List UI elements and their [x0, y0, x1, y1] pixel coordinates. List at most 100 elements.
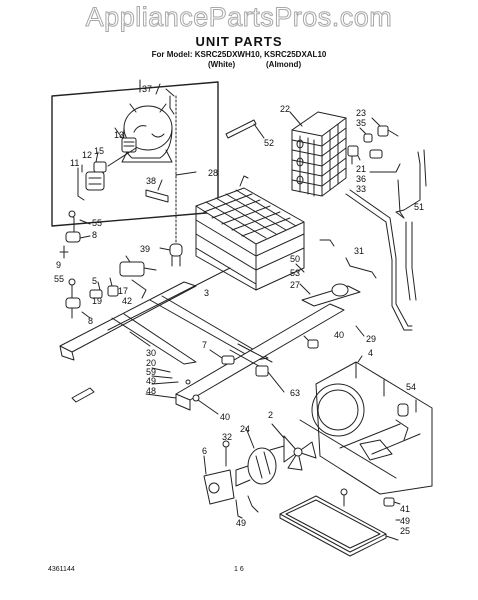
callout-36: 36: [356, 174, 366, 184]
tube-27-part: [301, 283, 361, 307]
callout-8a: 8: [92, 230, 97, 240]
base-frame-part: [59, 267, 345, 411]
tube-31-part: [345, 189, 413, 331]
callout-3: 3: [204, 288, 209, 298]
fan-bracket-part: [299, 361, 433, 495]
callout-35: 35: [356, 118, 366, 128]
evaporator-coil-part: [291, 111, 347, 197]
motor-bracket-part: [203, 469, 235, 505]
pin-48-part: [71, 387, 95, 403]
callout-20: 20: [146, 358, 156, 368]
clip-11-part: [77, 167, 85, 201]
callout-52: 52: [264, 138, 274, 148]
screw-55b-part: [68, 278, 76, 301]
callout-13: 13: [114, 130, 124, 140]
grommet-9-part: [59, 245, 69, 259]
callout-50: 50: [290, 254, 300, 264]
callout-7: 7: [202, 340, 207, 350]
compressor-leader-37: [165, 88, 175, 97]
document-number: 4361144: [48, 566, 75, 573]
callout-2: 2: [268, 410, 273, 420]
callout-49b: 49: [236, 518, 246, 528]
callout-32: 32: [222, 432, 232, 442]
grommet-8b-part: [65, 297, 81, 309]
callout-9: 9: [56, 260, 61, 270]
callout-59: 59: [146, 367, 156, 377]
callout-15: 15: [94, 146, 104, 156]
screw-49a-part: [185, 379, 191, 385]
part-38: [145, 189, 169, 203]
tube-51-part: [395, 151, 421, 213]
callout-49a: 49: [146, 376, 156, 386]
clip-36-part: [369, 149, 383, 159]
color-white-label: (White): [208, 60, 236, 69]
callout-33: 33: [356, 184, 366, 194]
callout-55b: 55: [54, 274, 64, 284]
page-title: UNIT PARTS: [195, 34, 283, 49]
clip-35-part: [363, 133, 373, 143]
bracket-17-part: [119, 261, 157, 277]
callout-42: 42: [122, 296, 132, 306]
callout-27: 27: [290, 280, 300, 290]
callout-40b: 40: [220, 412, 230, 422]
callout-28: 28: [208, 168, 218, 178]
callout-22: 22: [280, 104, 290, 114]
tube-52-part: [225, 119, 257, 139]
callout-6: 6: [202, 446, 207, 456]
grommet-8-part: [65, 231, 81, 243]
clip-50-part: [319, 239, 335, 247]
callout-51: 51: [414, 202, 424, 212]
fan-blade-part: [283, 435, 317, 471]
screw-40b-part: [192, 394, 200, 402]
callout-29: 29: [366, 334, 376, 344]
page-number: 1 6: [234, 566, 244, 573]
callout-38: 38: [146, 176, 156, 186]
overload-part: [85, 161, 107, 191]
callout-5: 5: [92, 276, 97, 286]
callout-49c: 49: [400, 516, 410, 526]
drain-pan-part: [279, 495, 387, 557]
callout-labels: 37 13 15 12 11 38 28 22 52 23 35 21 36 3…: [54, 84, 424, 536]
bracket-7-part: [221, 355, 235, 365]
grommet-54-part: [397, 403, 409, 417]
callout-54: 54: [406, 382, 416, 392]
callout-11: 11: [70, 158, 79, 168]
callout-39: 39: [140, 244, 150, 254]
callout-23: 23: [356, 108, 366, 118]
clip-42-part: [131, 279, 147, 299]
clip-21-part: [347, 145, 359, 165]
part-32: [222, 440, 230, 467]
callout-25: 25: [400, 526, 410, 536]
compressor-inset-box: [51, 81, 219, 227]
fan-motor-part: [235, 445, 285, 487]
callout-31: 31: [354, 246, 364, 256]
callout-40a: 40: [334, 330, 344, 340]
callout-24: 24: [240, 424, 250, 434]
callout-19: 19: [92, 296, 102, 306]
callout-41: 41: [400, 504, 410, 514]
clip-63-part: [255, 365, 285, 393]
tube-33-part: [369, 163, 405, 219]
site-watermark: AppliancePartsPros.com: [85, 2, 393, 33]
callout-8b: 8: [88, 316, 93, 326]
tube-vertical-part: [405, 221, 417, 301]
condenser-coil-part: [195, 175, 305, 291]
callout-48: 48: [146, 386, 156, 396]
clip-23-part: [377, 125, 399, 137]
callout-55a: 55: [92, 218, 102, 228]
callout-4: 4: [368, 348, 373, 358]
clip-41-part: [383, 497, 395, 507]
callout-63: 63: [290, 388, 300, 398]
color-almond-label: (Almond): [266, 60, 302, 69]
callout-12: 12: [82, 150, 92, 160]
callout-17: 17: [118, 286, 128, 296]
fitting-40-part: [307, 339, 319, 349]
callout-30: 30: [146, 348, 156, 358]
callout-37: 37: [142, 84, 152, 94]
screw-55-part: [68, 210, 76, 233]
callout-21: 21: [356, 164, 366, 174]
grommet-39-part: [169, 243, 183, 267]
model-line: For Model: KSRC25DXWH10, KSRC25DXAL10: [151, 50, 327, 59]
clip-5-part: [89, 289, 103, 299]
